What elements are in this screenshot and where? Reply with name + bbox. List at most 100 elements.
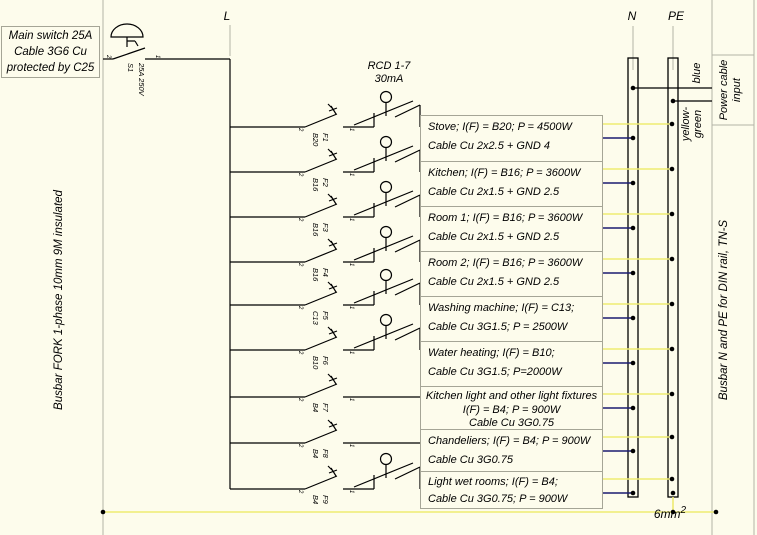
breaker-name-label: F7 xyxy=(321,403,330,413)
breaker-hook-icon xyxy=(327,193,338,205)
breaker-rating-label: B20 xyxy=(311,133,320,147)
circuit-label-cell: Kitchen; I(F) = B16; P = 3600W Cable Cu 2… xyxy=(421,161,602,206)
junction-dot xyxy=(630,490,636,496)
breaker-rating-label: B10 xyxy=(311,356,320,370)
breaker-rating-label: B4 xyxy=(311,495,320,504)
terminal-label: 2 xyxy=(297,217,303,222)
terminal-label: 2 xyxy=(297,262,303,267)
main-switch-symbol: 2 1 S1 25A 250V xyxy=(103,23,230,97)
junction-dot xyxy=(669,434,675,440)
circuit-label-line: Cable Cu 3G0.75 xyxy=(469,417,554,429)
terminal-label: 1 xyxy=(348,306,354,309)
junction-dot xyxy=(670,509,676,515)
junction-dot xyxy=(630,180,636,186)
breaker-name-label: F4 xyxy=(321,268,330,277)
terminal-label: 2 xyxy=(297,172,303,177)
rcd-blade xyxy=(353,323,414,349)
power-input-note: Power cable xyxy=(718,60,730,121)
earth-color-label: green xyxy=(692,110,704,138)
rcd-blade-2 xyxy=(394,282,421,296)
breaker-rating-label: B16 xyxy=(311,178,320,192)
junction-dot xyxy=(669,121,675,127)
rcd-blade-2 xyxy=(394,239,421,253)
rcd-blade-2 xyxy=(394,466,421,480)
switch-trip-link-icon xyxy=(126,37,139,47)
rcd-test-button-icon xyxy=(379,180,393,194)
breaker-name-label: F2 xyxy=(321,178,330,188)
breaker-name-label: F3 xyxy=(321,223,330,233)
left-busbar-note: Busbar FORK 1-phase 10mm 9M insulated xyxy=(53,189,65,409)
terminal-label: 2 xyxy=(297,127,303,132)
rcd-blade xyxy=(353,190,414,216)
terminal-label: 1 xyxy=(348,490,354,493)
junction-dot xyxy=(630,315,636,321)
breaker-blade xyxy=(304,158,338,173)
breaker-name-label: F9 xyxy=(321,495,330,505)
circuit-label-line: Room 1; I(F) = B16; P = 3600W xyxy=(428,212,583,224)
junction-dot xyxy=(630,448,636,454)
junction-dot xyxy=(630,405,636,411)
terminal-label: 1 xyxy=(348,398,354,401)
main-switch-note-box: Main switch 25A Cable 3G6 Cu protected b… xyxy=(1,26,100,78)
power-input-note: input xyxy=(731,77,743,102)
terminal-label: 2 xyxy=(105,54,111,59)
note-line: protected by C25 xyxy=(6,62,95,74)
note-line: Cable 3G6 Cu xyxy=(14,46,87,58)
rcd-blade xyxy=(353,462,414,488)
breaker-rating-label: B16 xyxy=(311,268,320,282)
phase-bus-label: L xyxy=(224,9,231,23)
neutral-bus-label: N xyxy=(628,9,637,23)
rcd-blade-2 xyxy=(394,327,421,341)
size-sup: 2 xyxy=(680,505,687,516)
breaker-name-label: F8 xyxy=(321,449,330,459)
circuit-label-line: Cable Cu 3G0.75 xyxy=(428,454,513,466)
size-text: 6mm xyxy=(653,507,681,521)
terminal-label: 1 xyxy=(348,351,354,354)
junction-dot xyxy=(669,391,675,397)
junction-dot xyxy=(669,166,675,172)
earth-color-label: yellow- xyxy=(680,107,692,143)
circuit-label-line: Stove; I(F) = B20; P = 4500W xyxy=(428,121,572,133)
rcd-blade-2 xyxy=(394,149,421,163)
circuit-label-line: Light wet rooms; I(F) = B4; xyxy=(428,476,558,488)
breaker-blade xyxy=(304,248,338,263)
mushroom-button-icon xyxy=(110,23,144,38)
circuit-label-line: Washing machine; I(F) = C13; xyxy=(428,302,575,314)
junction-dot xyxy=(630,270,636,276)
circuit-label-line: Cable Cu 2x1.5 + GND 2.5 xyxy=(428,186,560,198)
circuit-label-cell: Chandeliers; I(F) = B4; P = 900W Cable Cu… xyxy=(421,429,602,471)
breaker-name-label: F6 xyxy=(321,356,330,366)
breaker-hook-icon xyxy=(327,326,338,338)
rcd-test-button-icon xyxy=(379,313,393,327)
terminal-label: 2 xyxy=(297,397,303,402)
switch-blade xyxy=(112,47,146,60)
terminal-label: 2 xyxy=(297,489,303,494)
neutral-color-label: blue xyxy=(691,63,703,84)
circuit-label-cell: Water heating; I(F) = B10;Cable Cu 3G1.5… xyxy=(421,341,602,386)
breaker-hook-icon xyxy=(327,148,338,160)
circuit-label-line: Kitchen light and other light fixtures xyxy=(425,390,598,402)
breaker-blade xyxy=(304,291,338,306)
circuit-label-line: Cable Cu 3G1.5; P = 2500W xyxy=(428,321,568,333)
circuit-label-line: Water heating; I(F) = B10; xyxy=(428,347,555,359)
breaker-hook-icon xyxy=(327,465,338,477)
right-busbar-note: Busbar N and PE for DIN rail, TN-S xyxy=(718,220,730,401)
switch-rating-label: 25A 250V xyxy=(137,62,146,97)
rcd-current-label: 30mA xyxy=(375,73,404,85)
breaker-name-label: F1 xyxy=(321,133,330,142)
circuit-label-line: Chandeliers; I(F) = B4; P = 900W xyxy=(428,435,591,447)
circuit-label-line: Kitchen; I(F) = B16; P = 3600W xyxy=(428,167,581,179)
breaker-blade xyxy=(304,336,338,351)
breaker-blade xyxy=(304,475,338,490)
breaker-blade xyxy=(304,113,338,128)
rcd-blade xyxy=(353,278,414,304)
junction-dot xyxy=(630,225,636,231)
junction-dot xyxy=(630,135,636,141)
junction-dot xyxy=(630,85,636,91)
breaker-hook-icon xyxy=(327,103,338,115)
